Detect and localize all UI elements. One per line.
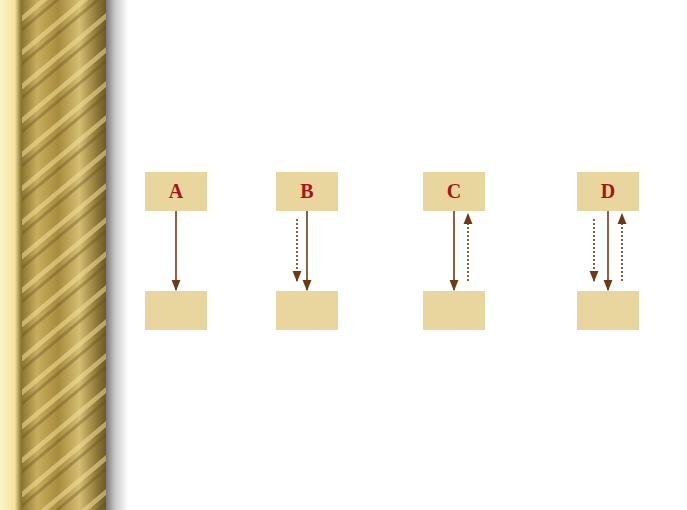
label-box: C [423, 172, 485, 211]
box-letter: D [601, 180, 615, 202]
decorative-column [0, 0, 128, 510]
label-box: D [577, 172, 639, 211]
label-box: A [145, 172, 207, 211]
box-letter: C [447, 180, 461, 202]
label-box: B [276, 172, 338, 211]
box-letter: A [169, 180, 183, 202]
flow-arrows [176, 211, 622, 290]
empty-boxes [145, 291, 639, 330]
box-letter: B [300, 180, 313, 202]
